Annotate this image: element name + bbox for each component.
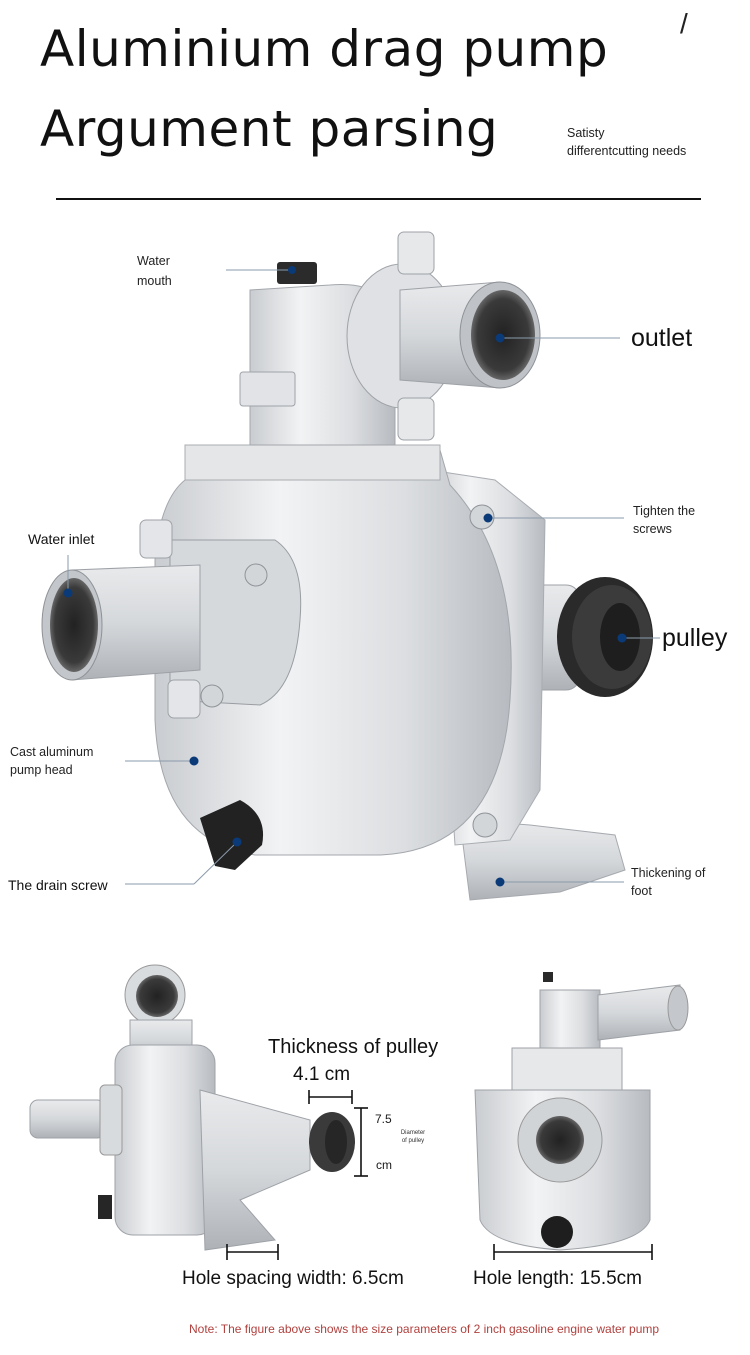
drain-screw-label: The drain screw (8, 877, 108, 893)
cast-head-label-2: pump head (10, 763, 73, 777)
tagline-line-1: Satisty (567, 126, 605, 140)
cast-head-label-1: Cast aluminum (10, 745, 94, 759)
pulley-thickness-label: Thickness of pulley (268, 1036, 439, 1058)
pulley-diameter-value: 7.5 (375, 1112, 392, 1126)
water-mouth-label-1: Water (137, 254, 170, 268)
title-line-1: Aluminium drag pump (40, 20, 609, 78)
tagline-line-2: differentcutting needs (567, 144, 687, 158)
tighten-screws-label-2: screws (633, 522, 672, 536)
water-inlet-label: Water inlet (28, 531, 95, 547)
hole-length-label: Hole length: 15.5cm (473, 1268, 642, 1289)
pulley-diameter-caption-1: Diameter (400, 1130, 426, 1136)
water-mouth-label-2: mouth (137, 274, 172, 288)
outlet-label: outlet (631, 324, 693, 352)
thick-foot-label-2: foot (631, 884, 652, 898)
slash-mark: / (680, 8, 688, 39)
pulley-diameter-unit: cm (376, 1158, 392, 1172)
header-divider (56, 198, 701, 200)
title-line-2: Argument parsing (40, 100, 499, 158)
thick-foot-label-1: Thickening of (631, 866, 706, 880)
pulley-diameter-caption-2: of pulley (401, 1138, 425, 1144)
pulley-thickness-value: 4.1 cm (293, 1064, 351, 1085)
footer-note: Note: The figure above shows the size pa… (189, 1322, 660, 1336)
tighten-screws-label-1: Tighten the (633, 504, 696, 518)
pulley-label: pulley (662, 624, 728, 652)
hole-spacing-label: Hole spacing width: 6.5cm (182, 1268, 404, 1289)
